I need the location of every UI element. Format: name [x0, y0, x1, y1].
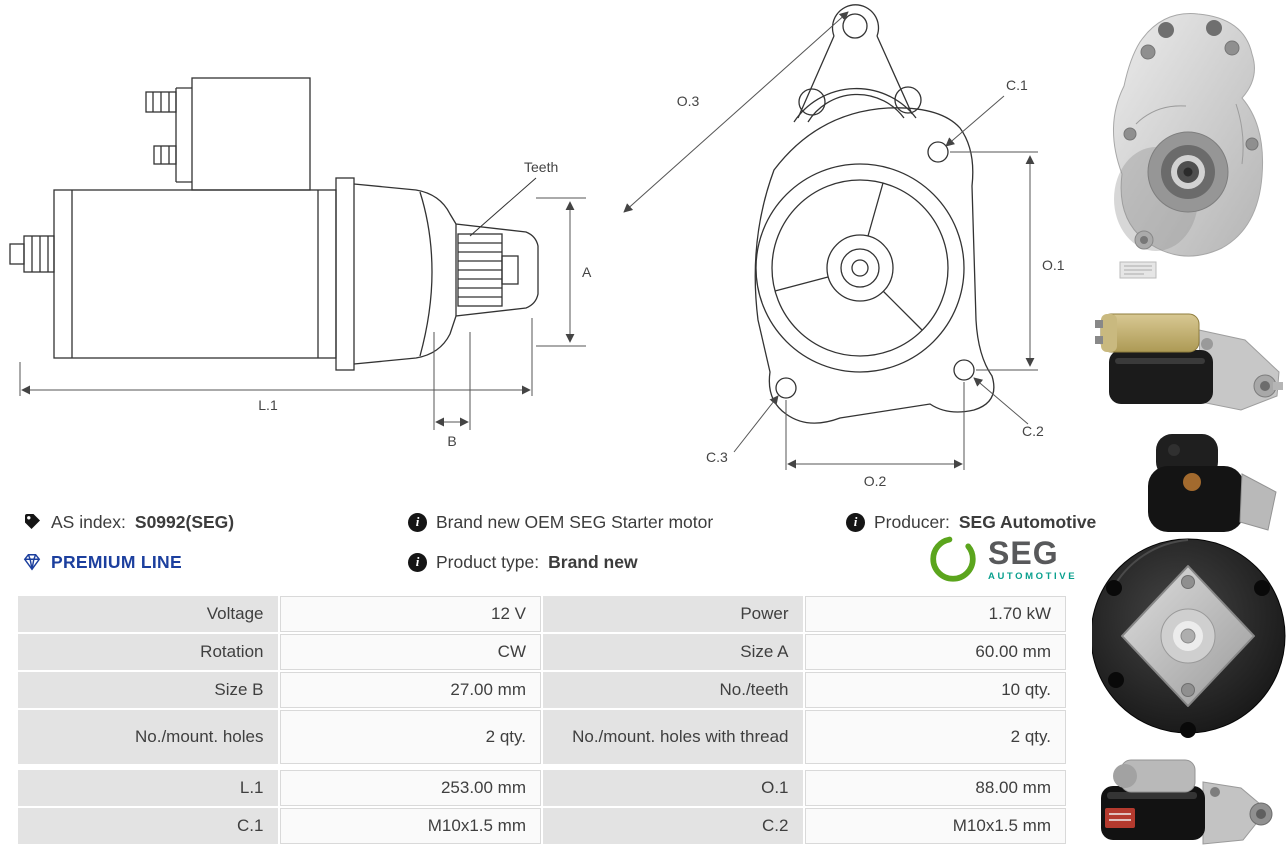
spec-label-cell: Rotation [18, 634, 278, 670]
spec-table: Voltage 12 V Power 1.70 kW Rotation CW S… [18, 596, 1066, 846]
producer-value: SEG Automotive [958, 511, 1097, 532]
spec-label-cell: O.1 [543, 770, 803, 806]
info-icon: i [408, 552, 427, 572]
tag-icon [22, 512, 42, 532]
premium-line-row: PREMIUM LINE [22, 549, 182, 575]
product-type-row: i Product type: Brand new [408, 549, 638, 575]
spec-label-cell: C.1 [18, 808, 278, 844]
spec-value-cell: 2 qty. [804, 710, 1066, 764]
spec-value-cell: 27.00 mm [279, 672, 541, 708]
table-row: Rotation CW Size A 60.00 mm [18, 634, 1066, 670]
dim-label-c2: C.2 [1022, 423, 1044, 439]
diamond-icon [22, 552, 42, 572]
side-view-diagram: Teeth A L.1 B [9, 77, 592, 449]
producer-label: Producer: [874, 511, 950, 532]
dim-label-o3: O.3 [677, 93, 700, 109]
producer-row: i Producer: SEG Automotive [846, 509, 1096, 535]
dim-label-c3: C.3 [706, 449, 728, 465]
dim-label-o1: O.1 [1042, 257, 1065, 273]
spec-value-cell: 1.70 kW [804, 596, 1066, 632]
info-icon: i [846, 512, 865, 532]
product-type-label: Product type: [436, 551, 540, 572]
spec-label-cell: No./mount. holes with thread [543, 710, 803, 764]
spec-value-cell: 60.00 mm [804, 634, 1066, 670]
spec-value-cell: 2 qty. [279, 710, 541, 764]
as-index-label: AS index: [51, 511, 126, 532]
as-index-row: AS index: S0992(SEG) [22, 509, 234, 535]
spec-value-cell: M10x1.5 mm [804, 808, 1066, 844]
seg-logo-circle-icon [928, 534, 978, 584]
spec-label-cell: C.2 [543, 808, 803, 844]
description-row: i Brand new OEM SEG Starter motor [408, 509, 713, 535]
spec-value-cell: CW [279, 634, 541, 670]
spec-value-cell: 10 qty. [804, 672, 1066, 708]
front-view-diagram: O.3 C.1 O.1 C.2 C.3 O.2 [623, 4, 1065, 489]
dim-label-b: B [447, 433, 456, 449]
product-photo-rear-black [1092, 430, 1288, 748]
product-photo-side-small [1094, 300, 1286, 428]
dim-label-o2: O.2 [864, 473, 887, 489]
spec-value-cell: 253.00 mm [279, 770, 541, 806]
dim-label-c1: C.1 [1006, 77, 1028, 93]
dim-label-a: A [582, 264, 592, 280]
dim-label-l1: L.1 [258, 397, 278, 413]
spec-label-cell: Size A [543, 634, 803, 670]
info-icon: i [408, 512, 427, 532]
product-type-value: Brand new [548, 551, 638, 572]
dim-label-teeth: Teeth [524, 159, 558, 175]
brand-subtitle: AUTOMOTIVE [988, 570, 1078, 582]
spec-label-cell: No./mount. holes [18, 710, 278, 764]
table-row: Size B 27.00 mm No./teeth 10 qty. [18, 672, 1066, 708]
table-row: No./mount. holes 2 qty. No./mount. holes… [18, 710, 1066, 764]
spec-label-cell: Size B [18, 672, 278, 708]
spec-label-cell: No./teeth [543, 672, 803, 708]
table-row: L.1 253.00 mm O.1 88.00 mm [18, 770, 1066, 806]
table-row: C.1 M10x1.5 mm C.2 M10x1.5 mm [18, 808, 1066, 844]
as-index-value: S0992(SEG) [134, 511, 235, 532]
product-photo-angle-small [1094, 752, 1286, 856]
product-photo-front-silver [1096, 4, 1276, 296]
spec-label-cell: L.1 [18, 770, 278, 806]
brand-name: SEG [988, 534, 1059, 571]
spec-label-cell: Voltage [18, 596, 278, 632]
spec-value-cell: M10x1.5 mm [279, 808, 541, 844]
spec-value-cell: 12 V [279, 596, 541, 632]
seg-automotive-logo: SEG AUTOMOTIVE [928, 534, 1077, 584]
spec-value-cell: 88.00 mm [804, 770, 1066, 806]
spec-label-cell: Power [543, 596, 803, 632]
premium-line-label: PREMIUM LINE [51, 551, 182, 572]
table-row: Voltage 12 V Power 1.70 kW [18, 596, 1066, 632]
description-text: Brand new OEM SEG Starter motor [436, 511, 714, 532]
